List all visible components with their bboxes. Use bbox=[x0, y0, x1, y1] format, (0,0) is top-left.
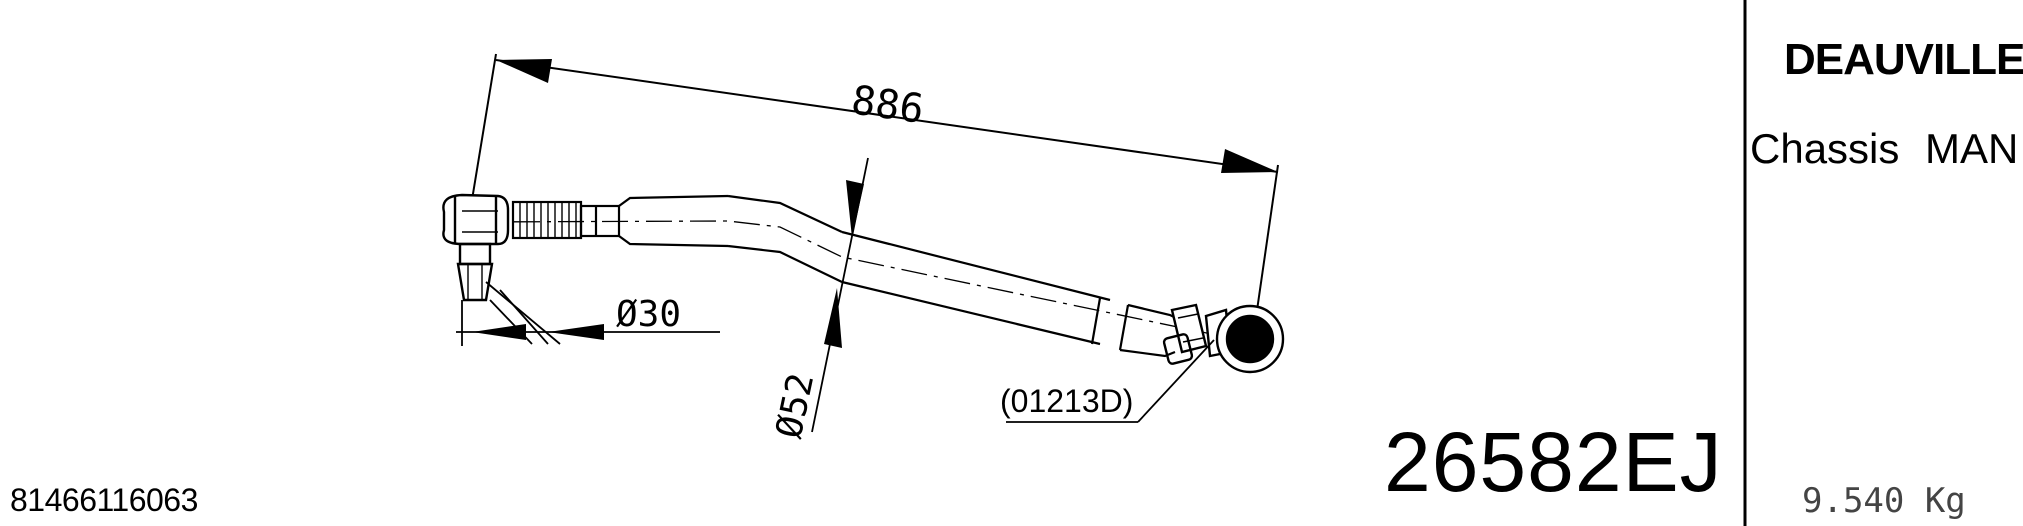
joint-reference-label: (01213D) bbox=[1000, 383, 1133, 419]
chassis-label: Chassis MAN bbox=[1750, 125, 2019, 172]
part-number: 26582EJ bbox=[1384, 415, 1723, 509]
oem-reference-number: 81466116063 bbox=[10, 482, 198, 518]
right-ball-joint bbox=[1162, 303, 1285, 374]
length-arrow-left bbox=[496, 59, 552, 83]
rod-diameter-label: Ø52 bbox=[769, 370, 823, 442]
length-arrow-right bbox=[1221, 149, 1278, 173]
pin-arrow-right bbox=[548, 324, 604, 340]
rod-arrow-top bbox=[846, 180, 864, 238]
customer-name: DEAUVILLE bbox=[1784, 35, 2023, 84]
weight-label: 9.540 Kg bbox=[1802, 481, 1966, 521]
pin-diameter-label: Ø30 bbox=[616, 294, 681, 335]
pin-arrow-left bbox=[472, 324, 526, 340]
tie-rod bbox=[469, 194, 1241, 358]
joint-reference-leader bbox=[1006, 339, 1215, 423]
length-dimension-label: 886 bbox=[849, 77, 927, 133]
left-ball-joint bbox=[442, 193, 510, 302]
rod-arrow-bottom bbox=[824, 288, 842, 348]
